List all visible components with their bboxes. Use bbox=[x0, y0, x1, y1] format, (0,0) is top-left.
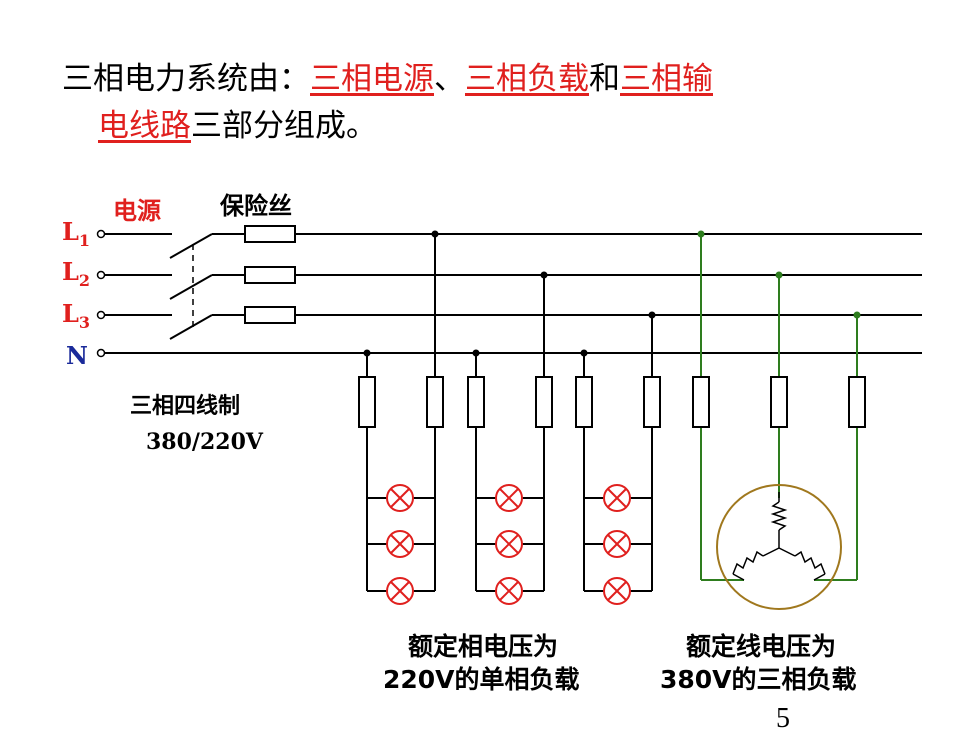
lamp-icon bbox=[603, 530, 631, 558]
slide-title: 三相电力系统由：三相电源、三相负载和三相输 电线路三部分组成。 bbox=[62, 56, 942, 150]
star-windings bbox=[732, 492, 826, 581]
page-number: 5 bbox=[776, 703, 790, 734]
title-highlight-line-a: 三相输 bbox=[620, 61, 713, 97]
terminal-n bbox=[96, 348, 106, 358]
bus-lines bbox=[105, 233, 922, 354]
switch-blade-1 bbox=[169, 233, 213, 259]
power-source-label: 电源 bbox=[113, 197, 161, 225]
three-phase-fuses bbox=[692, 376, 866, 428]
three-phase-caption-1: 额定线电压为 bbox=[686, 632, 836, 661]
single-phase-caption-2: 220V的单相负载 bbox=[383, 665, 580, 694]
three-phase-load bbox=[700, 234, 858, 581]
main-fuses bbox=[244, 225, 296, 324]
title-highlight-load: 三相负载 bbox=[465, 61, 589, 97]
fuse-l1 bbox=[244, 225, 296, 243]
lamp-icon bbox=[495, 577, 523, 605]
lamp-icon bbox=[386, 577, 414, 605]
lamp-icon bbox=[386, 530, 414, 558]
motor-circle bbox=[716, 484, 842, 610]
terminals bbox=[96, 229, 106, 358]
single-phase-caption-1: 额定相电压为 bbox=[408, 632, 558, 661]
line-label-l3: L3 bbox=[62, 299, 90, 332]
terminal-l3 bbox=[96, 310, 106, 320]
fuse-l2 bbox=[244, 266, 296, 284]
title-and: 和 bbox=[589, 61, 620, 97]
lamp-icon bbox=[495, 530, 523, 558]
fuse-label: 保险丝 bbox=[219, 192, 292, 220]
lamp-icon bbox=[603, 577, 631, 605]
title-line-1: 三相电力系统由：三相电源、三相负载和三相输 bbox=[62, 56, 942, 103]
lamp-rungs bbox=[367, 484, 652, 605]
terminal-l2 bbox=[96, 270, 106, 280]
line-label-l1: L1 bbox=[62, 217, 90, 250]
fuse-l3 bbox=[244, 306, 296, 324]
three-phase-caption-2: 380V的三相负载 bbox=[660, 665, 857, 694]
lamp-icon bbox=[386, 484, 414, 512]
green-junction-dots bbox=[697, 230, 861, 319]
switch-blade-2 bbox=[169, 274, 213, 300]
lamp-icon bbox=[495, 484, 523, 512]
title-separator: 、 bbox=[434, 61, 465, 97]
title-prefix: 三相电力系统由： bbox=[62, 61, 310, 97]
single-phase-loads bbox=[358, 234, 661, 591]
switch-blade-3 bbox=[169, 314, 213, 340]
line-label-n: N bbox=[66, 341, 88, 370]
terminal-l1 bbox=[96, 229, 106, 239]
junction-dots bbox=[363, 230, 656, 357]
title-suffix: 三部分组成。 bbox=[191, 108, 377, 144]
title-line-2: 电线路三部分组成。 bbox=[62, 103, 942, 150]
system-voltage-label: 380/220V bbox=[146, 429, 264, 455]
title-highlight-source: 三相电源 bbox=[310, 61, 434, 97]
system-type-label: 三相四线制 bbox=[130, 393, 240, 419]
lamp-icon bbox=[603, 484, 631, 512]
title-highlight-line-b: 电线路 bbox=[98, 108, 191, 144]
line-label-l2: L2 bbox=[62, 257, 90, 290]
